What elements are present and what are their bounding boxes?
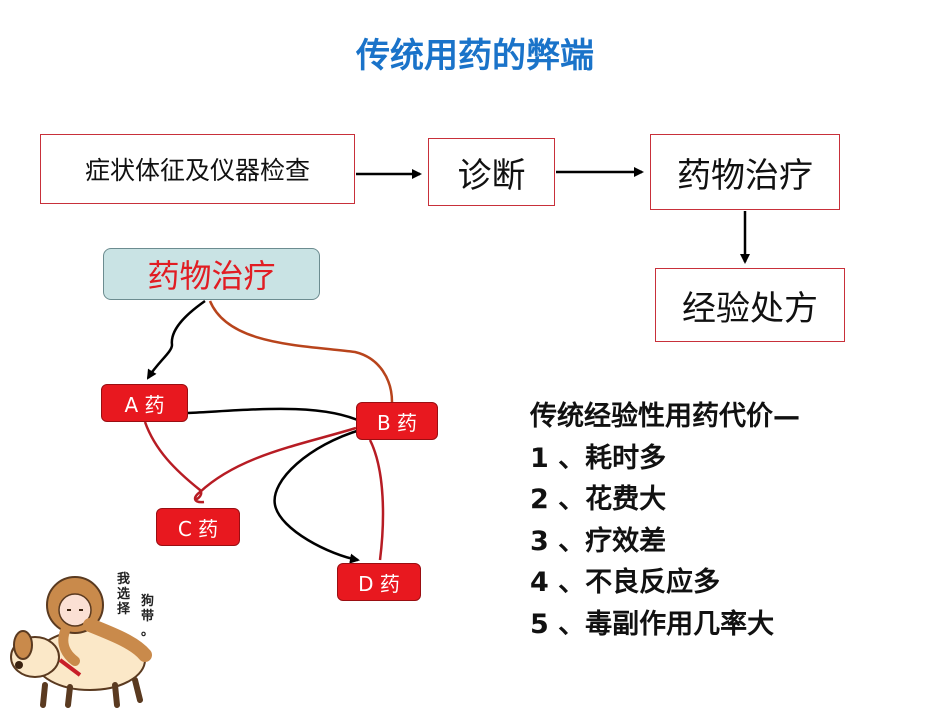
drug-treatment-hub: 药物治疗	[103, 248, 320, 300]
cost-heading: 传统经验性用药代价—	[530, 401, 800, 432]
cost-item: 1 、耗时多	[530, 442, 667, 474]
symptoms-box: 症状体征及仪器检查	[40, 134, 355, 204]
empirical-prescription-box: 经验处方	[655, 268, 845, 342]
link-a-to-b	[187, 407, 363, 424]
link-hub-to-a	[146, 299, 206, 380]
drug-treatment-box: 药物治疗	[650, 134, 840, 210]
cost-item: 3 、疗效差	[530, 525, 667, 557]
link-a-to-c	[143, 421, 203, 501]
page-title: 传统用药的弊端	[356, 36, 594, 76]
cost-item: 2 、花费大	[530, 484, 667, 515]
dog-mascot-illustration: 我选择 狗带。	[10, 571, 154, 708]
drug-node-c: C 药	[156, 508, 240, 546]
drug-node-b: B 药	[356, 402, 438, 440]
svg-text:我选择: 我选择	[117, 571, 131, 617]
drug-node-a: A 药	[101, 384, 188, 422]
diagnosis-box: 诊断	[428, 138, 555, 206]
drug-node-d: D 药	[337, 563, 421, 601]
cost-list: 传统经验性用药代价— 1 、耗时多 2 、花费大 3 、疗效差 4 、不良反应多…	[530, 396, 800, 645]
cost-item: 5 、毒副作用几率大	[530, 608, 775, 640]
link-b-to-d-red	[368, 439, 385, 561]
svg-text:狗带。: 狗带。	[141, 593, 154, 639]
link-b-to-d-black	[273, 428, 361, 564]
link-hub-to-b	[208, 300, 394, 403]
cost-item: 4 、不良反应多	[530, 567, 721, 598]
link-b-to-c	[193, 426, 357, 504]
